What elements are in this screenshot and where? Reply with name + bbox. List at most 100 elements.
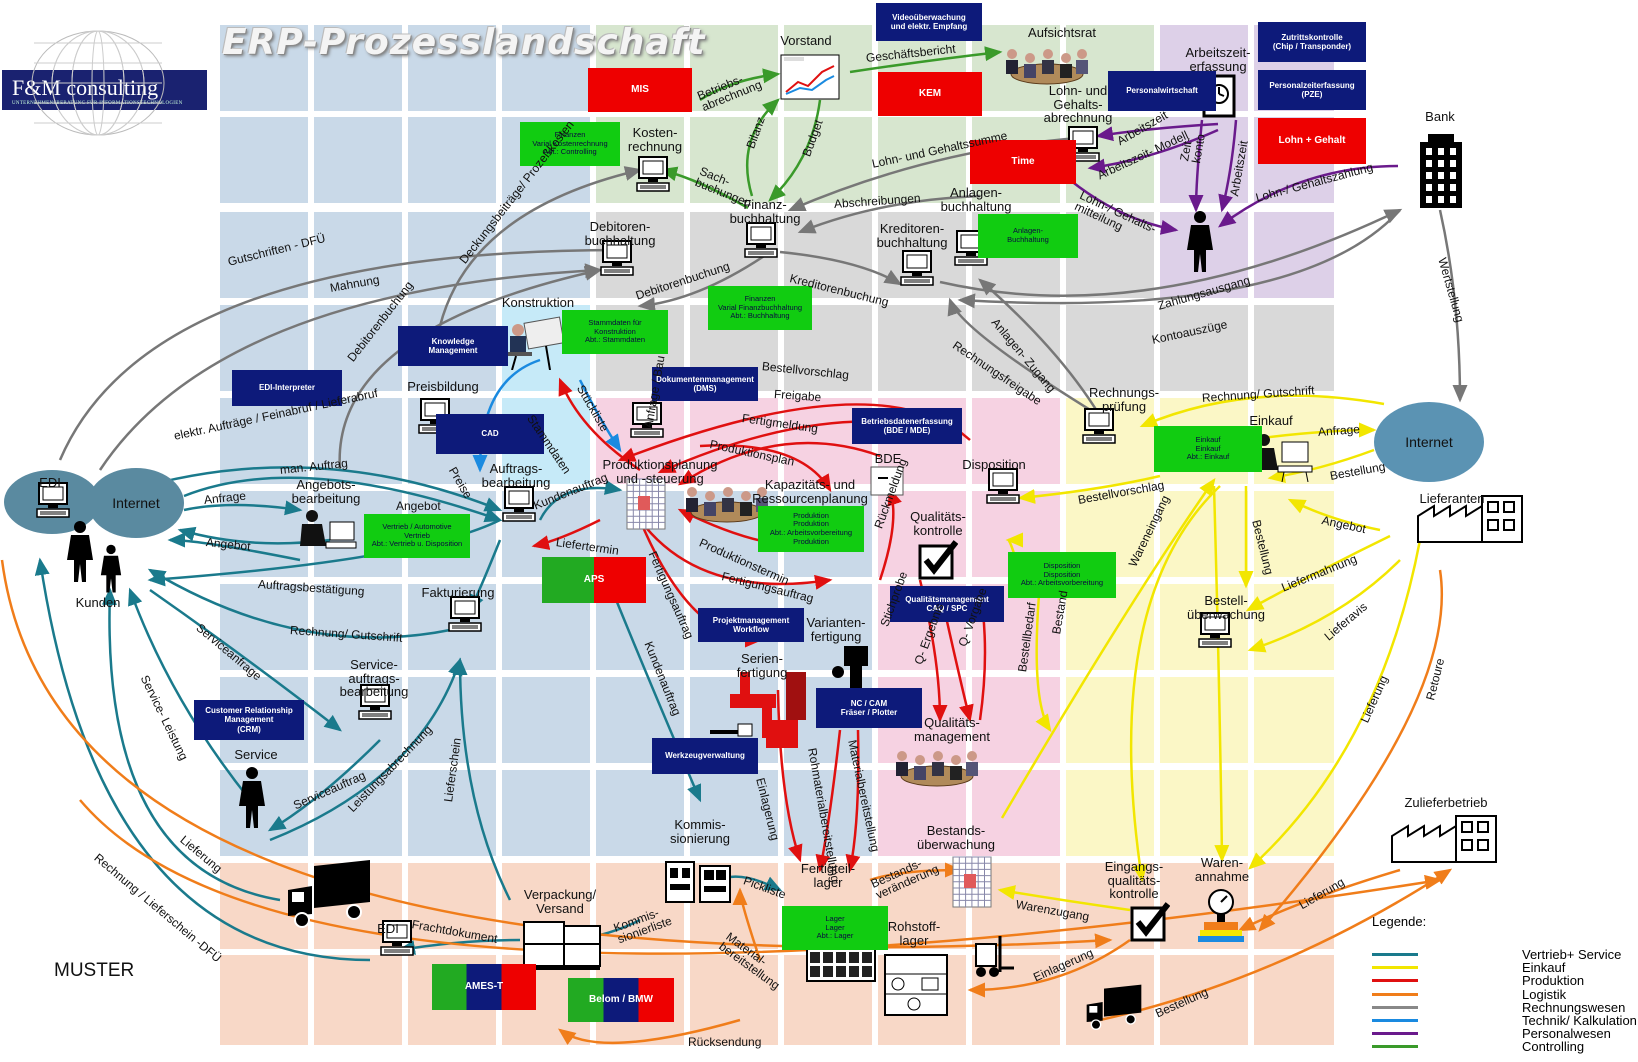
grid-cell — [408, 25, 496, 111]
legend-line — [1372, 953, 1418, 956]
node-kostenrechnung: Kosten- rechnung — [627, 125, 683, 154]
grid-cell — [314, 25, 402, 111]
bde-terminal-icon — [870, 466, 904, 496]
flow-arrow-green — [745, 98, 780, 197]
flow-arrow-grey — [1438, 209, 1468, 403]
tag-werkzeug: Werkzeugverwaltung — [652, 738, 758, 774]
flow-arrow-red — [699, 444, 832, 493]
tag-kem: KEM — [878, 72, 982, 116]
tag-personalzeiterfassung: Personalzeiterfassung (PZE) — [1258, 70, 1366, 110]
flow-arrow-teal — [538, 480, 623, 521]
flow-arrow-red — [558, 377, 641, 472]
node-preisbildung: Preisbildung — [407, 379, 479, 394]
bank-building-icon — [1418, 134, 1464, 210]
legend-line — [1372, 1045, 1418, 1049]
flow-arrow-yellow — [1287, 498, 1381, 532]
flow-arrow-yellow — [1000, 477, 1216, 819]
series-machine-icon — [710, 672, 810, 752]
node-lohn: Lohn- und Gehalts- abrechnung — [1043, 83, 1113, 126]
raw-material-shelf-icon — [884, 954, 948, 1016]
computer-icon — [1198, 612, 1232, 648]
grid-cell — [1066, 770, 1154, 856]
flow-arrow-grey — [637, 250, 771, 312]
legend-item: Technik/ Kalkulation — [1522, 1013, 1637, 1028]
grid-cell — [220, 770, 308, 856]
tag-cad: CAD — [436, 414, 544, 454]
flow-arrow-purple — [1069, 179, 1179, 235]
computer-icon — [358, 684, 392, 720]
tag-produktion: Produktion Produktion Abt.: Arbeitsvorbe… — [758, 506, 864, 552]
flow-label-angebot-l2: Angebot — [396, 499, 441, 513]
flow-arrow-yellow — [1139, 394, 1385, 428]
flow-arrow-purple — [1087, 128, 1219, 174]
supplier-factory-icon — [1416, 494, 1526, 544]
flow-label-freigabe: Freigabe — [773, 387, 822, 405]
grid-cell — [220, 584, 308, 670]
quality-meeting-icon — [892, 742, 982, 792]
node-edi_bottom: EDI — [377, 921, 399, 936]
flow-arrow-grey — [58, 242, 623, 461]
node-fakturierung: Fakturierung — [421, 585, 495, 600]
node-konstruktion: Konstruktion — [501, 295, 575, 310]
flow-arrow-yellow — [1212, 485, 1230, 863]
flow-arrow-purple — [1217, 164, 1399, 228]
node-aufsichtsrat: Aufsichtsrat — [1028, 25, 1096, 40]
flow-arrow-green — [699, 68, 781, 102]
tag-vertrieb-automotive: Vertrieb / Automotive Vertrieb Abt.: Ver… — [364, 514, 470, 558]
flow-arrow-red — [815, 729, 842, 873]
grid-cell — [784, 117, 872, 203]
tag-personalwirtschaft: Personalwirtschaft — [1108, 71, 1216, 111]
computer-icon — [600, 240, 634, 276]
flow-arrow-blue — [578, 379, 622, 453]
grid-cell — [1160, 117, 1248, 203]
flow-label-anfrage-r: Anfrage — [1317, 422, 1361, 439]
tag-time: Time — [970, 140, 1076, 184]
grid-cell — [408, 117, 496, 203]
stock-board-icon — [952, 856, 992, 912]
logo-name: F&M consulting — [12, 74, 159, 100]
subcontractor-factory-icon — [1390, 814, 1500, 864]
supervisory-board-meeting-icon — [1002, 40, 1092, 90]
node-rechnungspruefung: Rechnungs- prüfung — [1088, 385, 1160, 414]
tag-projektmanagement: Projektmanagement Workflow — [698, 608, 804, 642]
flow-arrow-red — [677, 441, 881, 486]
tag-zutrittskontrolle: Zutrittskontrolle (Chip / Transponder) — [1258, 22, 1366, 62]
flow-arrow-red — [845, 729, 861, 873]
legend-item: Vertrieb+ Service — [1522, 947, 1622, 962]
flow-label-ruecksendung: Rücksendung — [688, 1035, 762, 1049]
flow-arrow-yellow — [1035, 581, 1052, 733]
grid-cell — [220, 25, 308, 111]
legend-line — [1372, 992, 1418, 996]
legend-item: Produktion — [1522, 973, 1585, 989]
legend-line — [1372, 1032, 1418, 1036]
node-auftragsbearbeitung: Auftrags- bearbeitung — [481, 461, 551, 490]
flow-arrow-orange — [1237, 868, 1401, 932]
node-variantenfertigung: Varianten- fertigung — [806, 615, 866, 644]
flow-arrow-teal — [128, 587, 251, 801]
grid-cell — [1066, 212, 1154, 298]
designer-at-desk-icon — [506, 312, 566, 370]
internet-left-label: Internet — [112, 495, 160, 511]
flow-arrow-grey — [438, 166, 643, 327]
computer-icon — [380, 920, 414, 956]
planning-team-icon — [682, 478, 768, 528]
node-kreditorenbuchhaltung: Kreditoren- buchhaltung — [876, 221, 948, 250]
node-qualitaetsmanagement: Qualitäts- management — [914, 715, 990, 744]
purchaser-desk-icon — [1254, 430, 1314, 482]
planning-board-icon — [626, 478, 666, 530]
grid-cell — [1254, 955, 1334, 1045]
flow-label-zeitkonto: Zeit- konto — [1177, 132, 1208, 165]
grid-cell — [220, 955, 308, 1045]
node-einkauf: Einkauf — [1249, 413, 1293, 428]
flow-arrow-grey — [978, 278, 1102, 417]
flow-arrow-red — [776, 689, 803, 863]
legend-item: Einkauf — [1522, 960, 1566, 976]
computer-icon — [636, 156, 670, 192]
node-zulieferbetrieb: Zulieferbetrieb — [1404, 795, 1488, 810]
computer-icon — [744, 222, 778, 258]
tag-lohn-gehalt: Lohn + Gehalt — [1258, 118, 1366, 164]
node-debitorenbuchhaltung: Debitoren- buchhaltung — [584, 219, 656, 248]
computer-icon — [448, 596, 482, 632]
grid-cell — [1160, 491, 1248, 577]
quality-check-icon — [918, 540, 958, 580]
